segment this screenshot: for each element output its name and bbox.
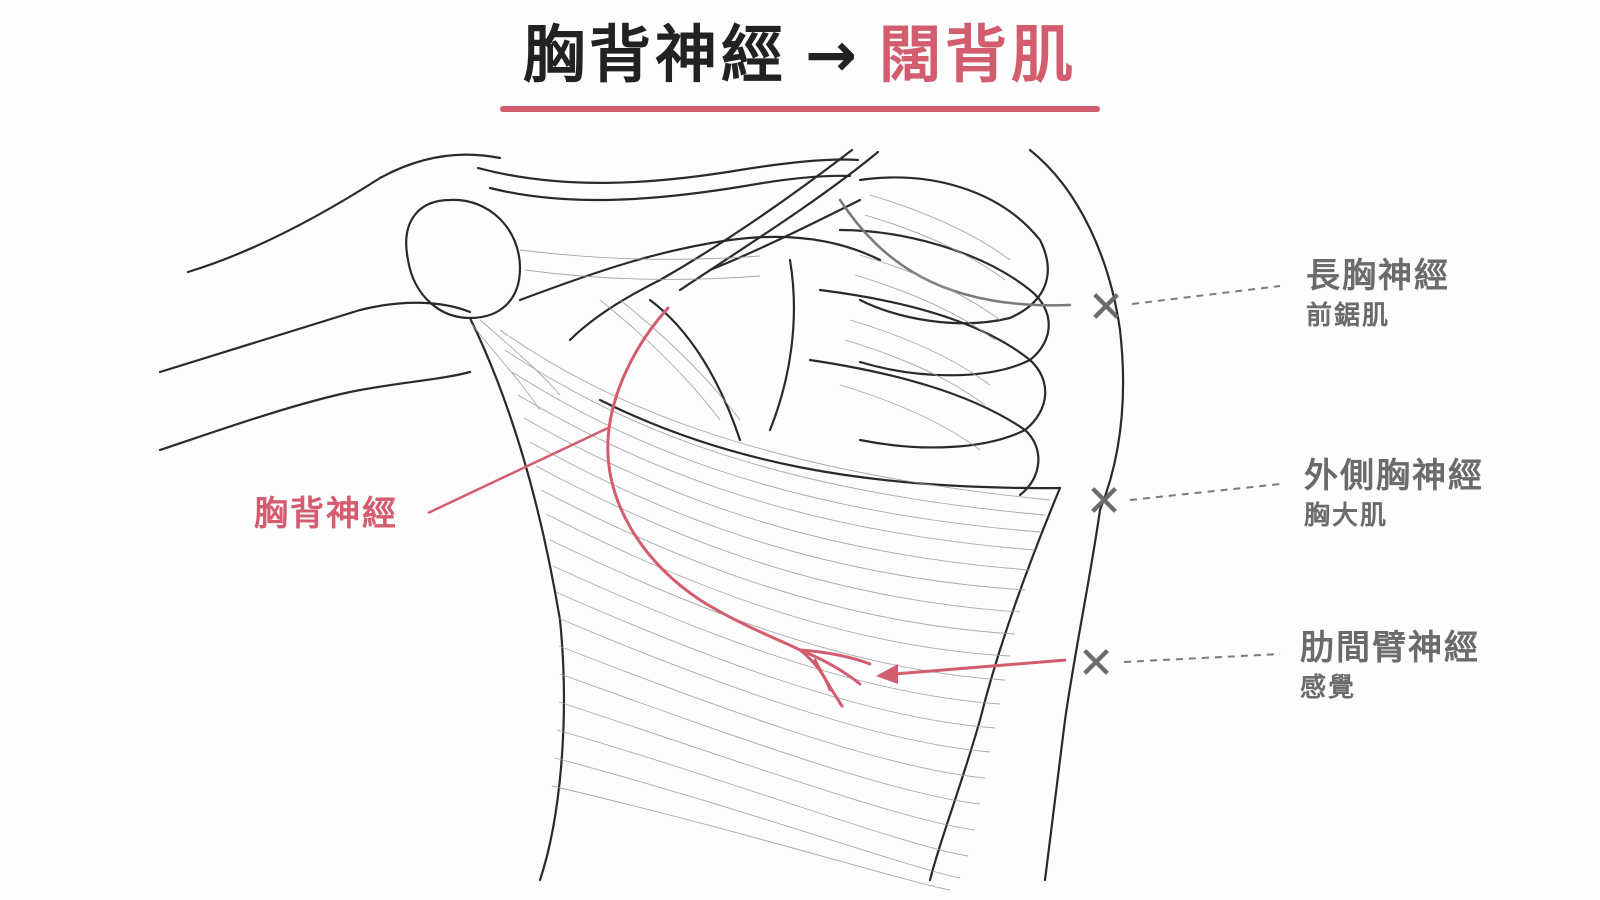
- muscle-fibers: [469, 194, 1051, 891]
- intercostobrachial-dashed: [1123, 653, 1281, 663]
- upper-arm-bottom: [158, 370, 472, 452]
- shoulder-outline: [186, 153, 502, 274]
- lateral-pectoral-name: 外側胸神經: [1304, 456, 1484, 496]
- lateral-pectoral-dashed: [1129, 483, 1281, 501]
- long-thoracic-cross-icon: ✕: [1088, 282, 1125, 333]
- humeral-head: [405, 198, 522, 320]
- lateral-pectoral-label: 外側胸神經 胸大肌: [1304, 456, 1484, 532]
- lateral-pectoral-cross-icon: ✕: [1086, 476, 1123, 527]
- lateral-pectoral-target: 胸大肌: [1304, 500, 1389, 531]
- neck-contour: [1028, 148, 1125, 512]
- title-muscle: 闊背肌: [878, 18, 1077, 91]
- long-thoracic-dashed: [1131, 285, 1281, 305]
- intercostobrachial-name: 肋間臂神經: [1300, 628, 1480, 668]
- thoracodorsal-nerve: [606, 306, 872, 708]
- long-thoracic-target: 前鋸肌: [1306, 300, 1391, 331]
- title-nerve: 胸背神經: [523, 18, 788, 91]
- long-thoracic-label: 長胸神經 前鋸肌: [1306, 256, 1450, 332]
- intercostobrachial-arrow: [876, 658, 1067, 684]
- intercostobrachial-target: 感覺: [1300, 672, 1357, 703]
- title-underline: [500, 106, 1100, 112]
- intercostobrachial-label: 肋間臂神經 感覺: [1300, 628, 1480, 704]
- title-arrow: →: [805, 18, 861, 91]
- thoracodorsal-leader: [427, 426, 609, 515]
- page-title: 胸背神經→闊背肌: [0, 18, 1600, 92]
- thoracodorsal-name: 胸背神經: [254, 494, 398, 534]
- intercostobrachial-cross-icon: ✕: [1078, 638, 1115, 689]
- latissimus-outline: [468, 316, 565, 882]
- long-thoracic-name: 長胸神經: [1306, 256, 1450, 296]
- torso-right-contour: [1043, 508, 1102, 882]
- upper-arm-top: [158, 301, 472, 374]
- clavicle: [476, 158, 860, 184]
- thoracodorsal-label: 胸背神經: [254, 494, 398, 535]
